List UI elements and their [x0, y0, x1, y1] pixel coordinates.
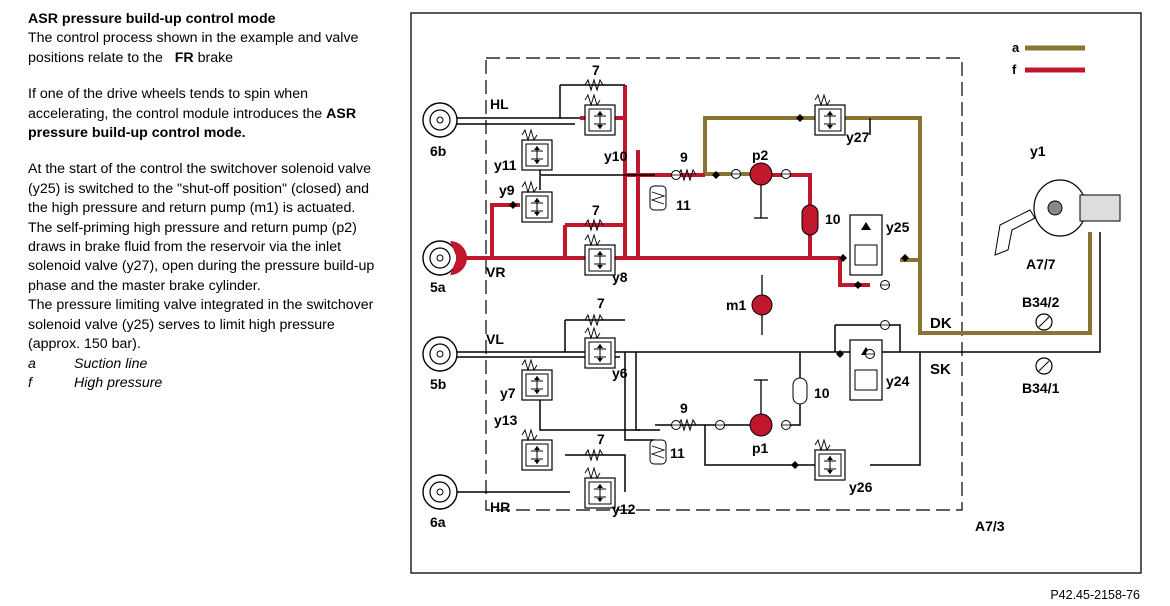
- para-2-bold: ASR pressure build-up control mode.: [28, 105, 357, 142]
- line-legend: a f: [1012, 40, 1085, 77]
- svg-text:6b: 6b: [430, 143, 446, 159]
- svg-text:10: 10: [825, 211, 841, 227]
- svg-text:y11: y11: [494, 157, 517, 173]
- svg-text:y9: y9: [499, 182, 515, 198]
- description-panel: ASR pressure build-up control mode The c…: [28, 10, 378, 393]
- svg-text:y8: y8: [612, 269, 628, 285]
- svg-text:11: 11: [670, 445, 685, 461]
- springs: [584, 78, 697, 462]
- svg-text:B34/1: B34/1: [1022, 380, 1060, 396]
- pump-p2: [749, 162, 773, 219]
- svg-text:y13: y13: [494, 412, 518, 428]
- brake-booster-y1: [994, 179, 1121, 256]
- reference-code: P42.45-2158-76: [1050, 588, 1140, 602]
- brake-disc-6b: [422, 102, 458, 138]
- pressure-sensor-b34-1: [1035, 357, 1053, 375]
- svg-text:y27: y27: [846, 129, 870, 145]
- pressure-sensor-b34-2: [1035, 313, 1053, 331]
- title: ASR pressure build-up control mode: [28, 11, 276, 27]
- pump-p1: [749, 379, 773, 437]
- svg-text:11: 11: [676, 197, 691, 213]
- svg-text:A7/3: A7/3: [975, 518, 1005, 534]
- svg-text:VL: VL: [486, 331, 504, 347]
- para-1-bold: FR: [174, 49, 194, 66]
- brake-disc-5b: [422, 336, 458, 372]
- svg-text:y6: y6: [612, 365, 628, 381]
- svg-text:y12: y12: [612, 501, 636, 517]
- svg-text:9: 9: [680, 400, 688, 416]
- motor-m1: [751, 275, 773, 335]
- svg-text:7: 7: [592, 202, 600, 218]
- svg-text:DK: DK: [930, 315, 952, 332]
- brake-disc-5a: [422, 240, 467, 276]
- svg-text:SK: SK: [930, 361, 951, 378]
- svg-text:m1: m1: [726, 297, 746, 313]
- svg-text:6a: 6a: [430, 514, 446, 530]
- svg-text:A7/7: A7/7: [1026, 256, 1056, 272]
- svg-text:a: a: [1012, 40, 1020, 55]
- svg-text:y25: y25: [886, 219, 910, 235]
- svg-text:HL: HL: [490, 96, 509, 112]
- diagram-labels: HL VR VL HR 6b 5a 5b 6a y11 y10 y9 y8 y6…: [430, 62, 1060, 534]
- svg-text:f: f: [1012, 62, 1017, 77]
- svg-text:10: 10: [814, 385, 830, 401]
- diagram-frame: [410, 12, 1142, 574]
- valve-y24: [849, 339, 883, 401]
- valve-y25: [849, 214, 883, 276]
- para-3: At the start of the control the switchov…: [28, 161, 375, 294]
- damper-10-upper: [801, 204, 819, 236]
- svg-text:p1: p1: [752, 440, 769, 456]
- damper-10-lower: [792, 377, 808, 405]
- svg-text:9: 9: [680, 149, 688, 165]
- svg-text:p2: p2: [752, 147, 769, 163]
- svg-text:y26: y26: [849, 479, 873, 495]
- svg-text:5a: 5a: [430, 279, 446, 295]
- svg-text:VR: VR: [486, 264, 505, 280]
- para-2: If one of the drive wheels tends to spin…: [28, 86, 357, 142]
- svg-text:y7: y7: [500, 385, 516, 401]
- svg-text:HR: HR: [490, 499, 510, 515]
- svg-text:y24: y24: [886, 373, 910, 389]
- svg-text:y10: y10: [604, 148, 628, 164]
- para-1: The control process shown in the example…: [28, 30, 359, 66]
- svg-text:5b: 5b: [430, 376, 446, 392]
- svg-text:7: 7: [597, 431, 605, 447]
- para-4: The pressure limiting valve integrated i…: [28, 297, 374, 353]
- module-boundary: [485, 57, 963, 511]
- svg-text:7: 7: [597, 295, 605, 311]
- accumulator-11-lower: [649, 439, 667, 465]
- svg-text:B34/2: B34/2: [1022, 294, 1060, 310]
- accumulator-11-upper: [649, 185, 667, 211]
- brake-disc-6a: [422, 474, 458, 510]
- svg-text:7: 7: [592, 62, 600, 78]
- svg-text:y1: y1: [1030, 143, 1046, 159]
